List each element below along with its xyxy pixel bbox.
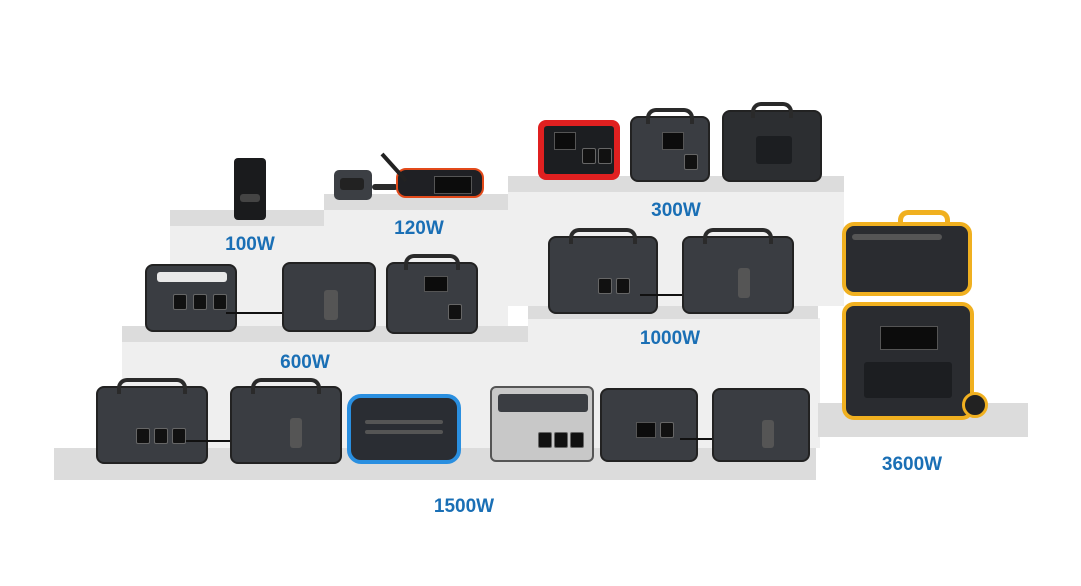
- power-station-3600w-main: [842, 302, 974, 420]
- power-station-1500w-blue: [347, 394, 461, 464]
- power-station-1500w-b: [230, 378, 342, 464]
- power-station-600w-b: [282, 262, 376, 332]
- power-station-1000w-b: [682, 228, 794, 314]
- power-station-3600w-handle: [898, 210, 950, 224]
- power-station-1500w-c: [600, 388, 698, 462]
- power-station-300w-black: [722, 102, 822, 182]
- label-600w: 600W: [280, 352, 330, 373]
- power-bank-100w: [234, 158, 266, 220]
- power-station-1500w-a: [96, 378, 208, 464]
- power-station-600w-c: [386, 254, 478, 334]
- label-1000w: 1000W: [639, 328, 701, 349]
- label-120w: 120W: [394, 218, 444, 239]
- label-300w: 300W: [651, 200, 701, 221]
- power-station-3600w-top: [842, 222, 972, 296]
- label-3600w: 3600W: [881, 454, 943, 475]
- power-station-300w-dark: [630, 108, 710, 182]
- power-station-300w-red: [538, 120, 620, 180]
- cable-600w: [226, 312, 296, 314]
- car-charger-120w: [334, 170, 372, 200]
- power-station-1000w-a: [548, 228, 658, 314]
- car-plug-cable: [372, 184, 398, 190]
- power-station-1500w-silver: [490, 386, 594, 462]
- crank-radio-120w: [396, 168, 484, 198]
- label-1500w: 1500W: [433, 496, 495, 517]
- power-station-1500w-d: [712, 388, 810, 462]
- power-station-3600w-wheel: [962, 392, 988, 418]
- power-station-600w-a: [145, 264, 237, 332]
- label-100w: 100W: [225, 234, 275, 255]
